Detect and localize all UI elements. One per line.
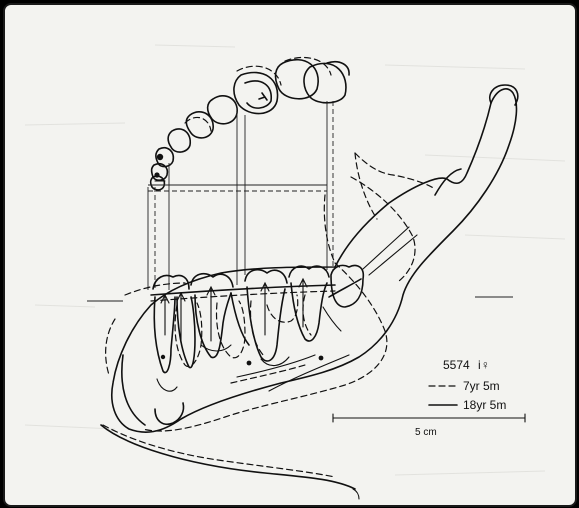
dental-arch-occlusal [151,57,349,189]
legend: 5574 i♀ 7yr 5m 18yr 5m [429,358,506,412]
specimen-label: 5574 i♀ [443,358,490,372]
legend-label-dashed: 7yr 5m [463,379,500,393]
figure-frame: 5574 i♀ 7yr 5m 18yr 5m 5 cm [3,3,577,507]
legend-label-solid: 18yr 5m [463,398,506,412]
projection-guides [87,101,513,301]
specimen-sex: i♀ [478,358,490,372]
lateral-teeth [151,265,363,391]
mandible-child-outline [103,153,435,477]
specimen-id: 5574 [443,358,470,372]
scale-bar: 5 cm [333,414,525,438]
scale-bar-label: 5 cm [415,427,437,438]
mandible-diagram: 5574 i♀ 7yr 5m 18yr 5m 5 cm [5,5,575,505]
